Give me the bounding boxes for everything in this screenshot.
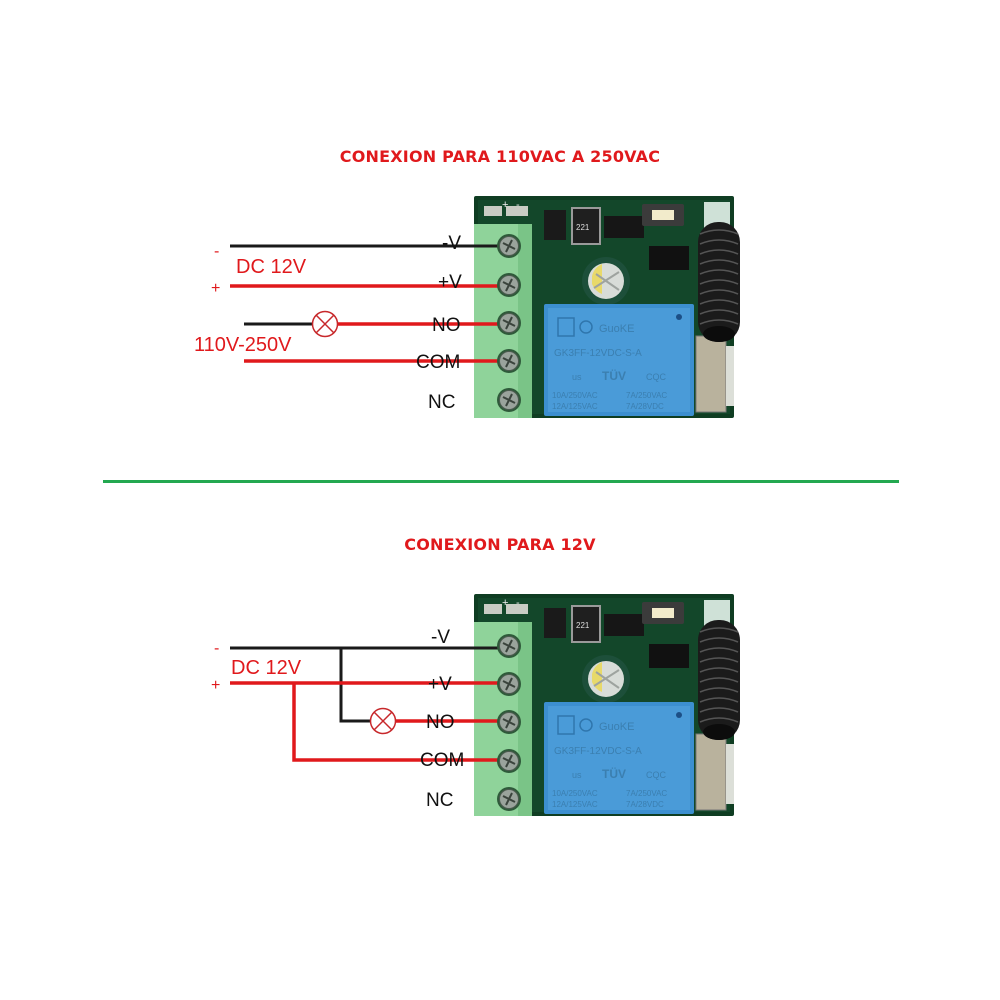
- relay-cert-ul: us: [572, 770, 582, 780]
- wire-negative-to-lamp: [339, 648, 370, 723]
- relay-model: GK3FF-12VDC-S-A: [554, 348, 642, 359]
- load-voltage-label: 110V-250V: [194, 334, 292, 356]
- power-label: DC 12V: [236, 256, 307, 278]
- terminal-label-com: COM: [416, 352, 460, 373]
- pcb-minus-mark: -: [516, 597, 520, 609]
- relay-rating-left-1: 10A/250VAC: [552, 789, 598, 798]
- terminal-label-no: NO: [432, 315, 461, 336]
- diagram-title-ac: CONEXION PARA 110VAC A 250VAC: [339, 147, 661, 166]
- relay-cert-tuv: TÜV: [602, 368, 626, 383]
- lamp-icon: [311, 310, 339, 338]
- inductor-code: 221: [576, 621, 590, 630]
- pcb-plus-mark: +: [502, 597, 508, 609]
- terminal-label-minus-v: -V: [442, 233, 461, 254]
- wire-com: [292, 683, 508, 762]
- relay-cert-tuv: TÜV: [602, 766, 626, 781]
- relay-rating-right-2: 7A/28VDC: [626, 402, 664, 411]
- plus-sign: +: [211, 280, 220, 297]
- antenna-coil: [697, 619, 741, 741]
- relay-rating-left-2: 12A/125VAC: [552, 402, 598, 411]
- terminal-label-plus-v: +V: [428, 674, 452, 695]
- relay-model: GK3FF-12VDC-S-A: [554, 746, 642, 757]
- relay-cert-ul: us: [572, 372, 582, 382]
- wiring-diagram-ac: + - 221 GuoKE GK3FF-12VDC-S-A us TÜV CQC…: [194, 195, 741, 419]
- terminal-label-minus-v: -V: [431, 627, 450, 648]
- relay-rating-right-1: 7A/250VAC: [626, 789, 667, 798]
- relay-brand: GuoKE: [599, 323, 634, 335]
- pcb-minus-mark: -: [516, 199, 520, 211]
- relay-brand: GuoKE: [599, 721, 634, 733]
- wiring-diagram-dc: + - 221 GuoKE GK3FF-12VDC-S-A us TÜV CQC…: [211, 593, 741, 817]
- pcb-plus-mark: +: [502, 199, 508, 211]
- minus-sign: -: [214, 640, 219, 657]
- relay-rating-left-2: 12A/125VAC: [552, 800, 598, 809]
- diagram-title-dc: CONEXION PARA 12V: [404, 535, 596, 554]
- terminal-label-nc: NC: [428, 392, 455, 413]
- relay-rating-right-2: 7A/28VDC: [626, 800, 664, 809]
- terminal-label-no: NO: [426, 712, 455, 733]
- relay-cert-cqc: CQC: [646, 372, 667, 382]
- terminal-label-nc: NC: [426, 790, 453, 811]
- inductor-code: 221: [576, 223, 590, 232]
- terminal-label-com: COM: [420, 750, 464, 771]
- relay-rating-left-1: 10A/250VAC: [552, 391, 598, 400]
- plus-sign: +: [211, 677, 220, 694]
- terminal-label-plus-v: +V: [438, 272, 462, 293]
- minus-sign: -: [214, 243, 219, 260]
- relay-cert-cqc: CQC: [646, 770, 667, 780]
- lamp-icon: [369, 707, 397, 735]
- relay-rating-right-1: 7A/250VAC: [626, 391, 667, 400]
- antenna-coil: [697, 221, 741, 343]
- section-divider: [103, 480, 899, 483]
- relay-module: + - 221 GuoKE GK3FF-12VDC-S-A us TÜV CQC…: [473, 195, 735, 419]
- power-label: DC 12V: [231, 657, 302, 679]
- relay-module: + - 221 GuoKE GK3FF-12VDC-S-A us TÜV CQC…: [473, 593, 735, 817]
